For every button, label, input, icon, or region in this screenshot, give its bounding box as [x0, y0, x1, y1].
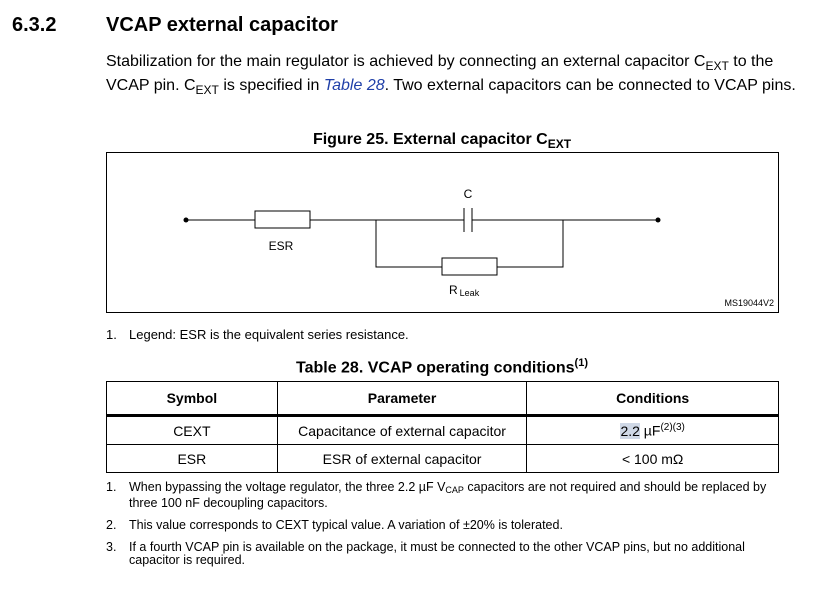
- para-text-3: is specified in: [218, 77, 324, 94]
- note-number: 3.: [106, 540, 117, 554]
- table-row: ESR ESR of external capacitor < 100 mΩ: [106, 444, 779, 473]
- cell-parameter: Capacitance of external capacitor: [276, 415, 528, 445]
- esr-resistor: [254, 210, 311, 229]
- diagram-frame: [106, 152, 779, 313]
- para-sub-2: EXT: [195, 83, 219, 97]
- note-text: When bypassing the voltage regulator, th…: [129, 481, 796, 510]
- cell-unit: µF: [639, 422, 661, 439]
- selected-value[interactable]: 2.2: [620, 422, 640, 439]
- esr-label: ESR: [269, 239, 294, 253]
- legend-note-number: 1.: [106, 327, 117, 342]
- figure-ref-code: MS19044V2: [724, 298, 774, 308]
- legend-note-text: Legend: ESR is the equivalent series res…: [129, 327, 409, 342]
- table-note: 2. This value corresponds to CEXT typical…: [106, 519, 796, 532]
- capacitor-label: C: [464, 187, 473, 201]
- terminal-left: [183, 217, 189, 223]
- note-text: If a fourth VCAP pin is available on the…: [129, 540, 745, 567]
- cell-conditions: 2.2 µF(2)(3): [526, 415, 779, 445]
- wire-bypass-right: [497, 220, 564, 268]
- vcap-conditions-table: Symbol Parameter Conditions CEXT Capacit…: [106, 381, 779, 473]
- para-text-4: . Two external capacitors can be connect…: [384, 77, 796, 94]
- table-row: CEXT Capacitance of external capacitor 2…: [106, 415, 779, 445]
- header-parameter: Parameter: [276, 381, 528, 417]
- note-number: 1.: [106, 480, 117, 494]
- section-number: 6.3.2: [12, 14, 57, 36]
- header-conditions: Conditions: [526, 381, 779, 417]
- table-notes: 1. When bypassing the voltage regulator, …: [106, 481, 796, 576]
- leak-resistor: [441, 257, 498, 276]
- terminal-right: [655, 217, 661, 223]
- table-28-link[interactable]: Table 28: [323, 77, 385, 94]
- para-text-2: to the VCAP pin. C: [106, 53, 774, 94]
- note-number: 2.: [106, 518, 117, 532]
- table-title-footnote: (1): [574, 357, 588, 369]
- cell-symbol: CEXT: [106, 415, 278, 445]
- para-text-1: Stabilization for the main regulator is …: [106, 53, 706, 70]
- cell-conditions: < 100 mΩ: [526, 444, 779, 473]
- figure-title: Figure 25. External capacitor CEXT: [0, 131, 828, 151]
- figure-title-sub: EXT: [547, 137, 572, 151]
- note-sub: CAP: [445, 485, 464, 495]
- section-title: VCAP external capacitor: [106, 14, 338, 36]
- cell-parameter: ESR of external capacitor: [276, 444, 528, 473]
- para-sub-1: EXT: [705, 59, 729, 73]
- wire-bypass-left: [375, 220, 442, 268]
- note-text-b: capacitors are not required and should b…: [129, 480, 767, 510]
- header-symbol: Symbol: [106, 381, 278, 417]
- table-title: Table 28. VCAP operating conditions(1): [106, 357, 778, 377]
- leak-label-sub: Leak: [460, 288, 480, 298]
- cell-symbol: ESR: [106, 444, 278, 473]
- table-header-row: Symbol Parameter Conditions: [106, 381, 779, 417]
- cell-footnotes: (2)(3): [660, 422, 685, 434]
- note-text: This value corresponds to CEXT typical v…: [129, 518, 563, 532]
- table-note: 1. When bypassing the voltage regulator, …: [106, 481, 796, 510]
- table-note: 3. If a fourth VCAP pin is available on t…: [106, 541, 796, 567]
- legend-note: 1. Legend: ESR is the equivalent series r…: [106, 327, 409, 342]
- figure-title-text: Figure 25. External capacitor C: [312, 131, 548, 148]
- leak-label-r: R: [449, 283, 458, 297]
- intro-paragraph: Stabilization for the main regulator is …: [106, 52, 796, 100]
- table-title-text: Table 28. VCAP operating conditions: [295, 359, 575, 377]
- note-text-a: When bypassing the voltage regulator, th…: [129, 480, 446, 494]
